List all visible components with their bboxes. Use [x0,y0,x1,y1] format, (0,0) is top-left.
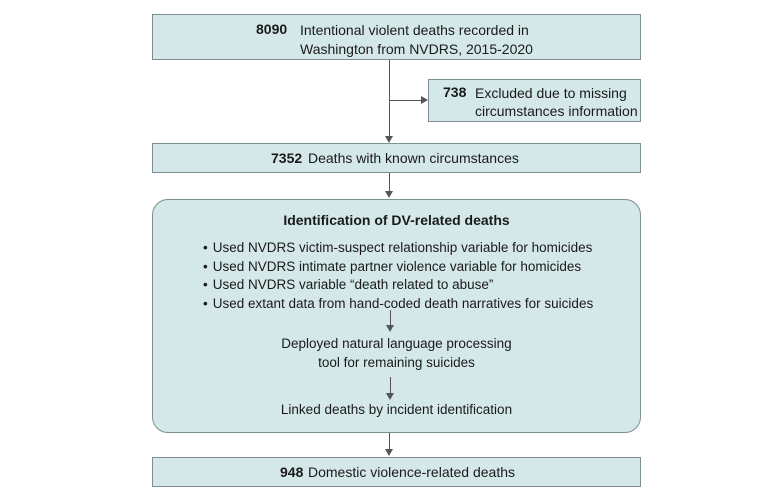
arrow-to-link [386,393,394,400]
connector-identification-to-final [389,433,390,450]
identification-bullet: Used NVDRS intimate partner violence var… [203,258,593,277]
identification-title: Identification of DV-related deaths [283,212,510,228]
final-deaths-box: 948 Domestic violence-related deaths [152,457,641,487]
known-circumstances-box: 7352 Deaths with known circumstances [152,143,641,173]
excluded-label-line1: Excluded due to missing [475,85,627,101]
excluded-count: 738 [443,84,467,100]
connector-known-to-identification [389,173,390,192]
excluded-label: Excluded due to missing circumstances in… [475,84,638,120]
connector-to-excluded [389,100,421,101]
link-step: Linked deaths by incident identification [280,402,513,417]
identification-bullet: Used NVDRS victim-suspect relationship v… [203,239,593,258]
total-deaths-count: 8090 [256,21,288,37]
nlp-step-line2: tool for remaining suicides [318,355,475,370]
connector-total-to-known [389,60,390,137]
identification-bullet-list: Used NVDRS victim-suspect relationship v… [203,239,593,313]
connector-nlp-to-link [390,377,391,394]
excluded-label-line2: circumstances information [475,103,638,119]
known-circumstances-count: 7352 [271,150,303,166]
total-deaths-label-line1: Intentional violent deaths recorded in [300,22,529,38]
total-deaths-label: Intentional violent deaths recorded in W… [300,21,533,59]
nlp-step-line1: Deployed natural language processing [281,336,512,351]
excluded-box: 738 Excluded due to missing circumstance… [428,79,641,122]
total-deaths-box: 8090 Intentional violent deaths recorded… [152,14,641,60]
final-deaths-count: 948 [280,464,304,480]
final-deaths-label: Domestic violence-related deaths [308,464,515,480]
connector-bullets-to-nlp [390,310,391,326]
total-deaths-label-line2: Washington from NVDRS, 2015-2020 [300,41,533,57]
arrow-to-nlp [386,325,394,332]
arrow-to-identification [385,191,393,198]
arrow-to-final [385,449,393,456]
arrow-to-excluded [421,96,428,104]
nlp-step: Deployed natural language processing too… [153,334,640,372]
known-circumstances-label: Deaths with known circumstances [308,150,519,166]
identification-bullet: Used extant data from hand-coded death n… [203,295,593,314]
identification-bullet: Used NVDRS variable “death related to ab… [203,276,593,295]
arrow-to-known [385,136,393,143]
identification-box: Identification of DV-related deaths Used… [152,199,641,433]
